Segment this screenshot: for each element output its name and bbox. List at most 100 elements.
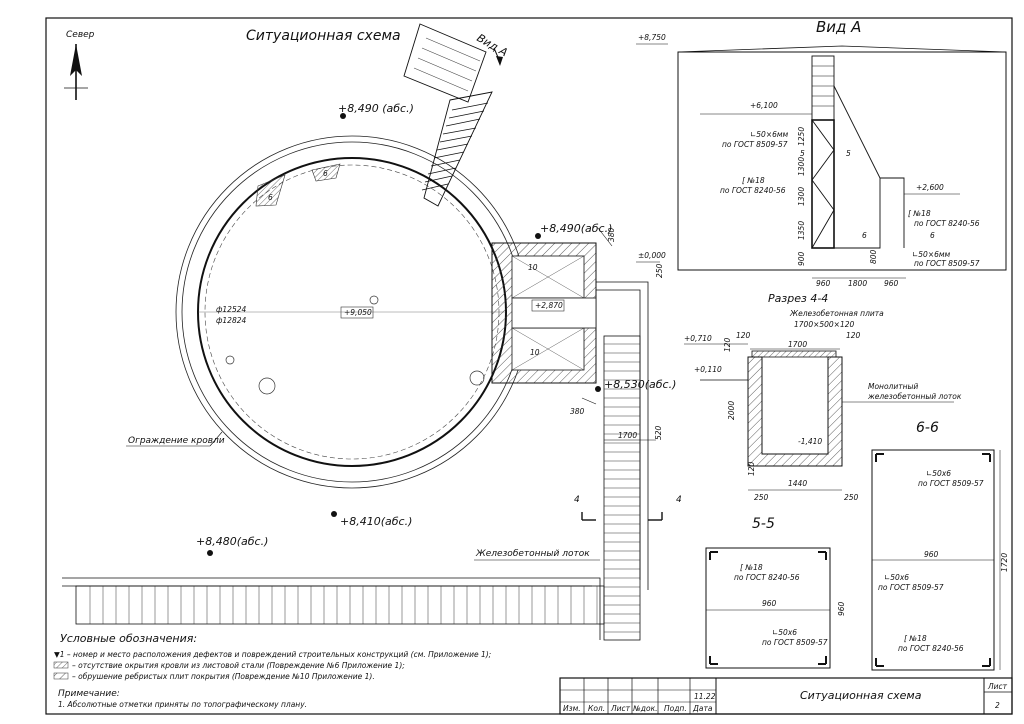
annex-building: 10 10 +2,870 <box>491 242 649 590</box>
tank-stair <box>403 23 493 207</box>
svg-text:380: 380 <box>607 227 616 242</box>
svg-text:∟50×6мм: ∟50×6мм <box>750 130 789 139</box>
svg-text:5: 5 <box>846 149 851 158</box>
svg-text:960: 960 <box>837 601 846 616</box>
note-text: 1. Абсолютные отметки приняты по топогра… <box>58 700 307 709</box>
svg-text:∟50х6: ∟50х6 <box>772 628 797 637</box>
svg-text:5: 5 <box>800 149 805 158</box>
legend: Условные обозначения: ▼1 – номер и место… <box>53 632 491 709</box>
view-a-title: Вид А <box>816 18 861 36</box>
svg-text:800: 800 <box>869 249 878 264</box>
zero-elevation: ±0,000 <box>638 251 666 260</box>
svg-text:1700: 1700 <box>618 431 637 440</box>
svg-text:1300: 1300 <box>797 187 806 206</box>
svg-text:1440: 1440 <box>788 479 807 488</box>
svg-text:250: 250 <box>655 263 664 278</box>
svg-text:250: 250 <box>754 493 769 502</box>
plan-dimensions: 380 250 380 520 1700 4 4 <box>570 227 682 521</box>
svg-text:1300: 1300 <box>797 157 806 176</box>
svg-text:380: 380 <box>570 407 585 416</box>
view-a-elevation-2600: +2,600 <box>916 183 944 192</box>
svg-text:Железобетонная плита: Железобетонная плита <box>789 309 884 318</box>
svg-text:∟50×6мм: ∟50×6мм <box>912 250 951 259</box>
svg-text:1700: 1700 <box>788 340 807 349</box>
svg-text:Кол.: Кол. <box>588 704 605 713</box>
svg-text:по ГОСТ 8240-56: по ГОСТ 8240-56 <box>914 219 980 228</box>
svg-text:960: 960 <box>884 279 899 288</box>
svg-text:Монолитный: Монолитный <box>868 382 918 391</box>
section-4-4-elev-0110: +0,110 <box>694 365 722 374</box>
elevation-5: +8,480(абс.) <box>196 535 268 548</box>
section-6-6: 6-6 ∟50х6 по ГОСТ 8509-57 960 ∟50х6 по Г… <box>871 420 1009 671</box>
svg-text:1720: 1720 <box>1000 553 1009 572</box>
svg-text:960: 960 <box>762 599 777 608</box>
svg-text:№док.: №док. <box>632 704 658 713</box>
svg-text:4: 4 <box>676 495 682 505</box>
svg-text:по ГОСТ 8240-56: по ГОСТ 8240-56 <box>720 186 786 195</box>
sheet-title: Ситуационная схема <box>246 28 401 44</box>
legend-item-1: ▼1 – номер и место расположения дефектов… <box>54 650 491 659</box>
svg-text:по ГОСТ 8240-56: по ГОСТ 8240-56 <box>734 573 800 582</box>
elevation-2: +8,490(абс.) <box>540 222 612 235</box>
roof-fence-label: Ограждение кровли <box>128 436 225 446</box>
svg-text:Лист: Лист <box>610 704 631 713</box>
title-block: Изм. Кол. Лист №док. Подп. Дата 11.22 Си… <box>559 677 1013 715</box>
section-4-4-title: Разрез 4-4 <box>768 292 828 305</box>
north-arrow-icon: Север <box>64 30 95 100</box>
defect-marker-b: 6 <box>323 169 328 178</box>
svg-text:250: 250 <box>844 493 859 502</box>
defect-marker-c: 10 <box>528 263 538 272</box>
svg-text:по ГОСТ 8509-57: по ГОСТ 8509-57 <box>918 479 984 488</box>
svg-text:по ГОСТ 8509-57: по ГОСТ 8509-57 <box>762 638 828 647</box>
sheet-frame <box>45 17 1013 715</box>
tank-top-elevation: +9,050 <box>344 308 372 317</box>
svg-text:Дата: Дата <box>692 704 713 713</box>
svg-text:11.22: 11.22 <box>694 692 716 701</box>
svg-text:900: 900 <box>797 251 806 266</box>
legend-item-2: – отсутствие окрытия кровли из листовой … <box>72 661 405 670</box>
tank-diameter-outer: ф12524 <box>216 305 246 314</box>
svg-text:по ГОСТ 8509-57: по ГОСТ 8509-57 <box>878 583 944 592</box>
svg-text:520: 520 <box>654 425 663 440</box>
svg-text:1350: 1350 <box>797 221 806 240</box>
section-4-4: Разрез 4-4 Железобетонная плита 1700×500… <box>684 292 962 502</box>
section-4-4-elev-1410: -1,410 <box>798 437 822 446</box>
section-4-4-elev-0710: +0,710 <box>684 334 712 343</box>
note-title: Примечание: <box>58 689 120 699</box>
north-label: Север <box>66 30 95 40</box>
legend-title: Условные обозначения: <box>60 632 197 645</box>
svg-text:[ №18: [ №18 <box>908 209 931 218</box>
tray-label: Железобетонный лоток <box>475 549 590 559</box>
sheet-number: 2 <box>995 701 1000 710</box>
tank-plan: +9,050 6 6 ф12524 ф12824 Ограждение кров… <box>126 135 529 489</box>
view-a-elevation-6100: +6,100 <box>750 101 778 110</box>
svg-text:1700×500×120: 1700×500×120 <box>794 320 855 329</box>
svg-text:6: 6 <box>930 231 935 240</box>
svg-text:120: 120 <box>846 331 861 340</box>
section-5-5-title: 5-5 <box>752 516 775 532</box>
svg-text:Подп.: Подп. <box>664 704 687 713</box>
svg-text:960: 960 <box>924 550 939 559</box>
elevation-4: +8,410(абс.) <box>340 515 412 528</box>
section-6-6-title: 6-6 <box>916 420 939 436</box>
svg-text:[ №18: [ №18 <box>740 563 763 572</box>
svg-text:120: 120 <box>747 461 756 476</box>
svg-text:960: 960 <box>816 279 831 288</box>
svg-text:1800: 1800 <box>848 279 867 288</box>
section-5-5: 5-5 [ №18 по ГОСТ 8240-56 960 960 ∟50х6 … <box>705 516 846 669</box>
svg-text:Изм.: Изм. <box>563 704 581 713</box>
svg-text:по ГОСТ 8509-57: по ГОСТ 8509-57 <box>722 140 788 149</box>
defect-marker-a: 6 <box>268 193 273 202</box>
svg-text:4: 4 <box>574 495 580 505</box>
legend-item-3: – обрушение ребристых плит покрытия (Пов… <box>72 672 375 681</box>
defect-marker-d: 10 <box>530 348 540 357</box>
svg-text:∟50х6: ∟50х6 <box>926 469 951 478</box>
annex-elevation: +2,870 <box>535 301 563 310</box>
svg-text:Лист: Лист <box>987 682 1008 691</box>
title-block-name: Ситуационная схема <box>800 689 922 702</box>
svg-text:по ГОСТ 8240-56: по ГОСТ 8240-56 <box>898 644 964 653</box>
elevation-1: +8,490 (абс.) <box>338 102 414 115</box>
svg-text:по ГОСТ 8509-57: по ГОСТ 8509-57 <box>914 259 980 268</box>
svg-text:120: 120 <box>723 337 732 352</box>
